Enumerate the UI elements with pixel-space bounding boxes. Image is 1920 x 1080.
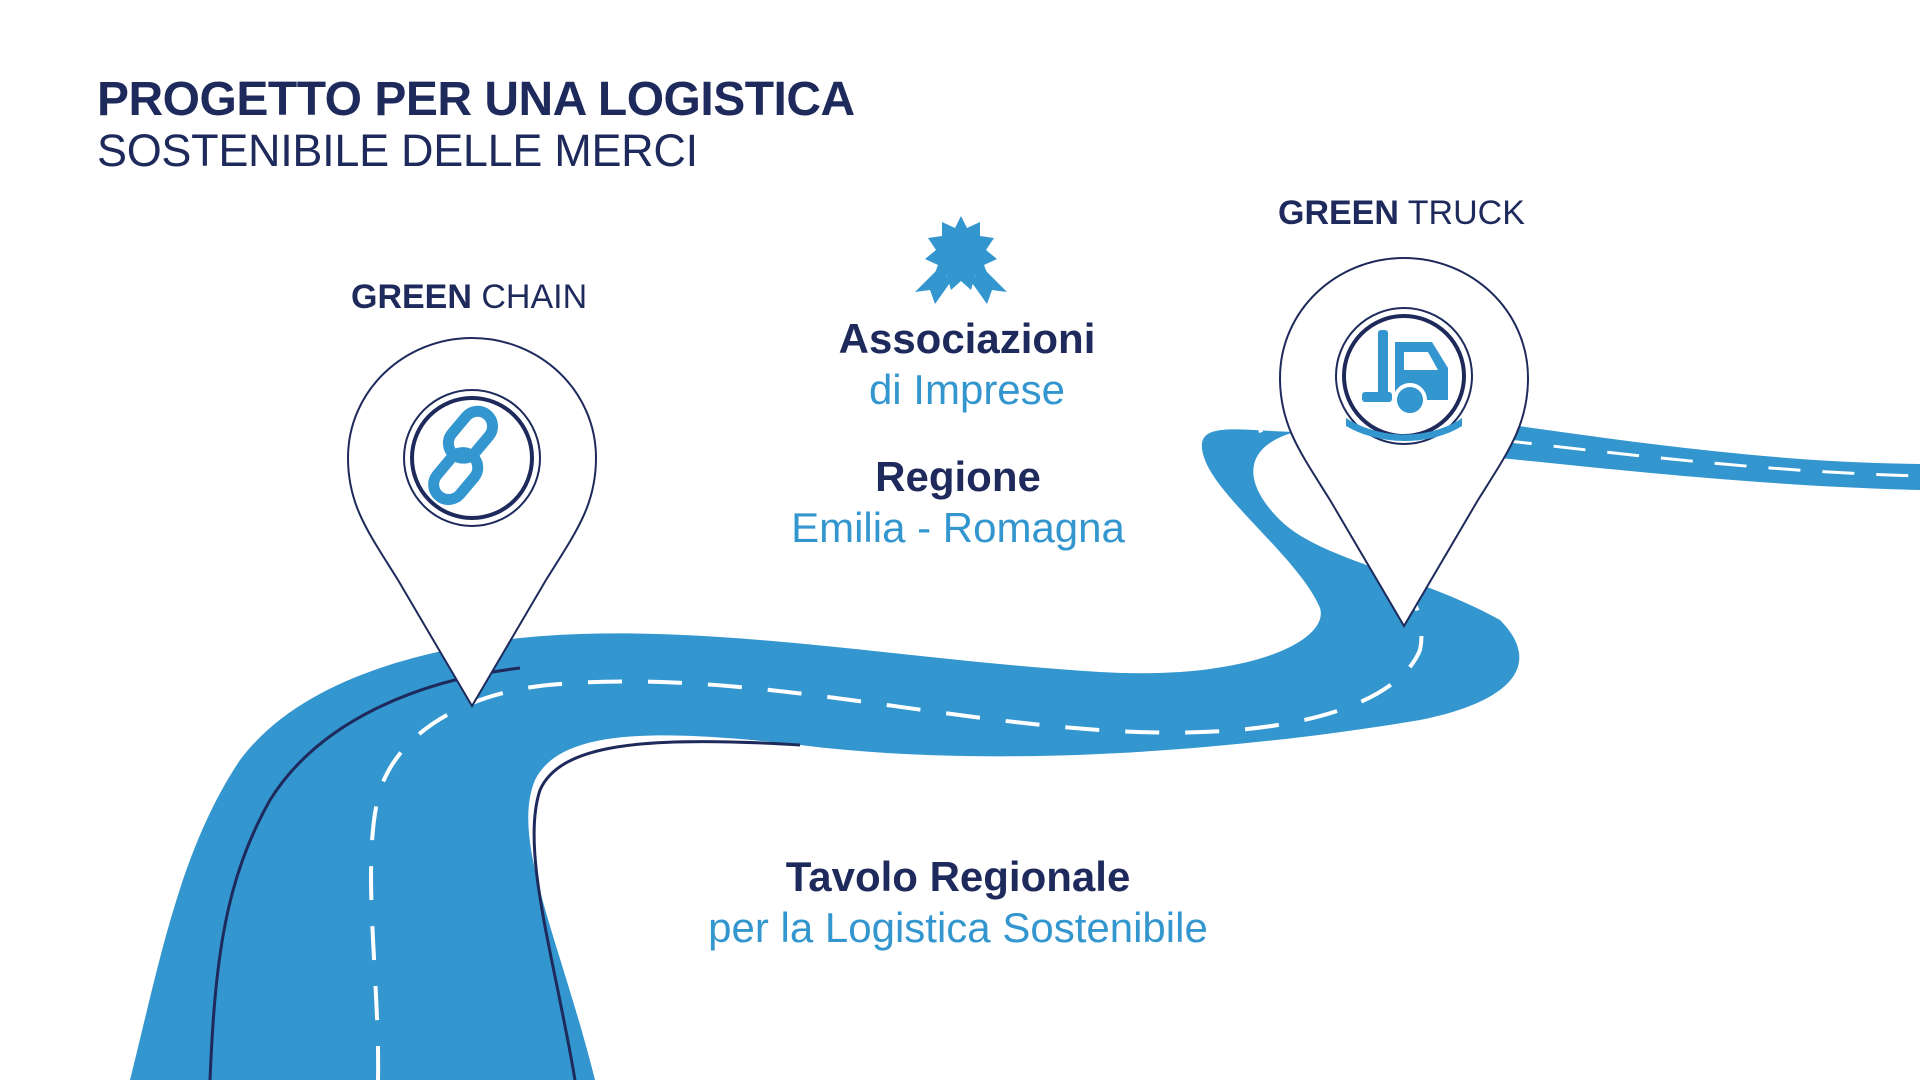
regione-subtitle: Emilia - Romagna: [791, 504, 1125, 552]
truck-icon: [1362, 330, 1448, 417]
road-far-segment: [1490, 422, 1920, 490]
tavolo-block: Tavolo Regionale per la Logistica Sosten…: [608, 852, 1308, 955]
green-chain-label-rest: CHAIN: [481, 278, 588, 316]
link-icon: [428, 405, 499, 505]
winding-road: [130, 429, 1520, 1080]
title-line-2: SOSTENIBILE DELLE MERCI: [97, 125, 698, 176]
green-truck-label: GREEN TRUCK: [1278, 194, 1525, 233]
title-line-1: PROGETTO PER UNA LOGISTICA: [97, 73, 855, 126]
associazioni-block: Associazioni di Imprese: [617, 314, 1317, 417]
green-chain-label: GREEN CHAIN: [351, 278, 587, 317]
regione-block: Regione Emilia - Romagna: [608, 452, 1308, 555]
associazioni-subtitle: di Imprese: [868, 366, 1066, 414]
regione-title: Regione: [875, 453, 1041, 500]
green-chain-label-bold: GREEN: [351, 278, 472, 316]
award-badge-icon: [915, 216, 1007, 304]
pin-green-chain[interactable]: [346, 336, 598, 708]
road-edge-right: [532, 739, 801, 1080]
tavolo-subtitle: per la Logistica Sostenibile: [708, 904, 1208, 952]
pin-green-truck[interactable]: [1278, 256, 1530, 628]
road-edge-left: [208, 666, 521, 1080]
page-title: PROGETTO PER UNA LOGISTICA SOSTENIBILE D…: [97, 73, 855, 176]
green-truck-label-rest: TRUCK: [1407, 194, 1525, 232]
green-truck-label-bold: GREEN: [1278, 194, 1399, 232]
associazioni-title: Associazioni: [838, 315, 1096, 362]
tavolo-title: Tavolo Regionale: [785, 853, 1131, 900]
